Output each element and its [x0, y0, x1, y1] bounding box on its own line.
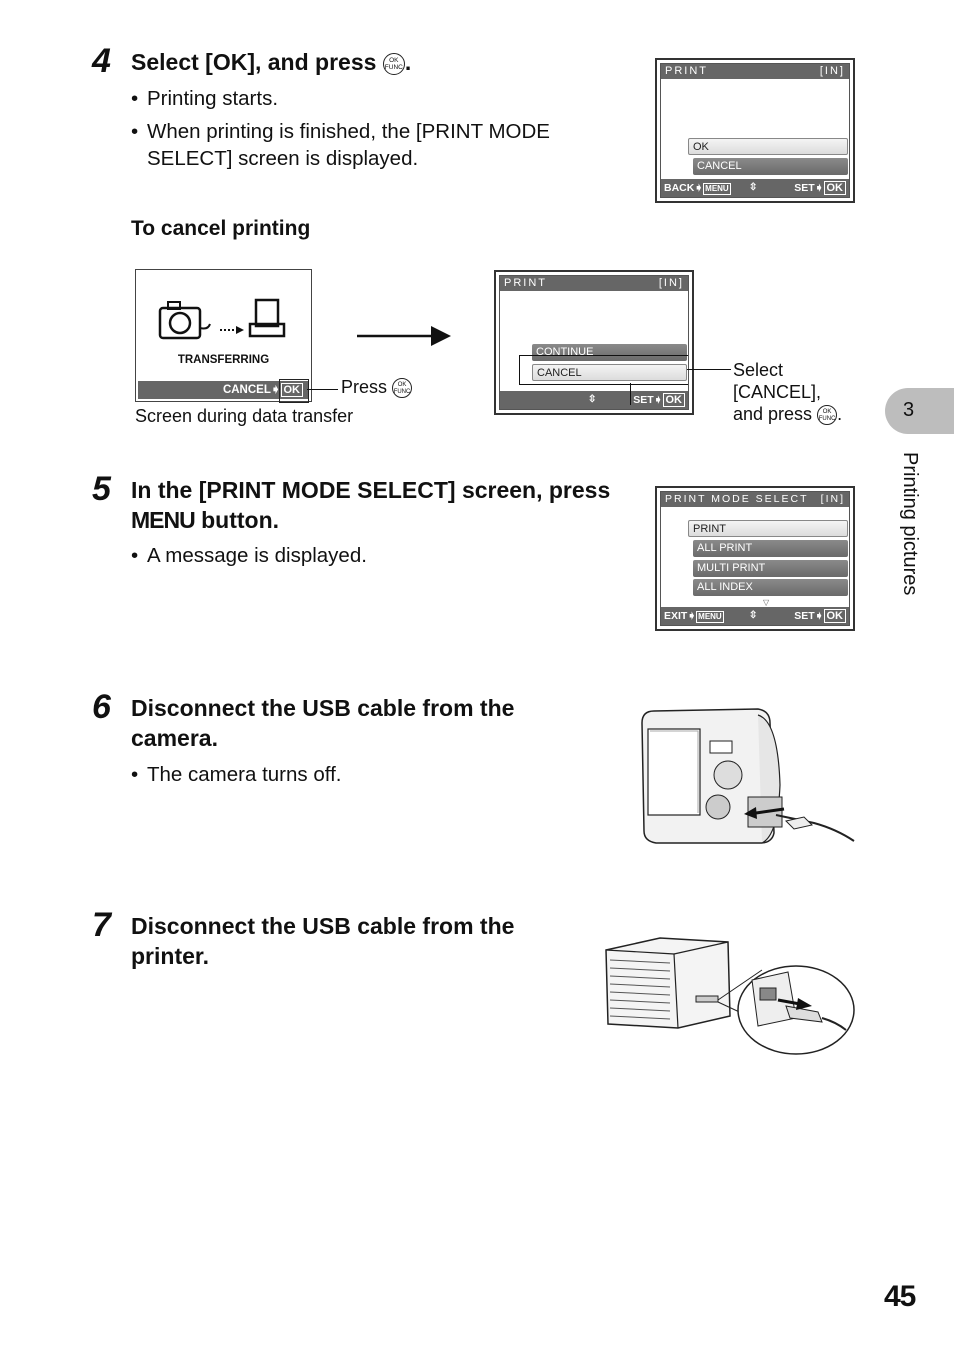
- heading-line: Disconnect the USB cable from the: [131, 913, 515, 939]
- press-label: Press: [341, 377, 388, 397]
- step-number: 6: [92, 688, 111, 726]
- transfer-footer: CANCEL➧OK: [138, 381, 309, 399]
- ok-highlight-box: [279, 379, 309, 403]
- menu-item-cancel[interactable]: CANCEL: [532, 364, 687, 381]
- transferring-label: TRANSFERRING: [177, 354, 270, 366]
- page-number: 45: [884, 1280, 916, 1313]
- heading-line: printer.: [131, 943, 209, 969]
- memory-indicator: [IN]: [658, 277, 684, 289]
- transfer-screen: TRANSFERRING CANCEL➧OK: [135, 269, 312, 402]
- menu-key-label: MENU: [131, 507, 196, 533]
- updown-arrows-icon: ⇳: [749, 610, 758, 621]
- heading-period: .: [404, 49, 412, 75]
- step-heading: Disconnect the USB cable from the printe…: [131, 911, 514, 971]
- bullet-item: A message is displayed.: [131, 542, 367, 569]
- screen-footer: EXIT➧MENU ⇳ SET➧OK: [661, 607, 849, 625]
- ok-key[interactable]: OK: [280, 383, 303, 397]
- memory-indicator: [IN]: [819, 65, 845, 77]
- cancel-highlight-box: [519, 355, 688, 385]
- transfer-caption: Screen during data transfer: [135, 406, 354, 426]
- menu-item-cancel[interactable]: CANCEL: [693, 158, 848, 175]
- screen-title: PRINT MODE SELECT: [665, 493, 809, 505]
- heading-line: camera.: [131, 725, 218, 751]
- arrow-right-icon: [357, 326, 451, 346]
- footer-set: SET➧OK: [794, 607, 846, 625]
- memory-indicator: [IN]: [820, 493, 845, 505]
- footer-exit: EXIT➧MENU: [664, 610, 724, 623]
- chapter-number: 3: [903, 399, 915, 421]
- section-label: Printing pictures: [899, 452, 921, 596]
- menu-item-multi-print[interactable]: MULTI PRINT: [693, 560, 848, 577]
- footer-set: SET➧OK: [633, 391, 685, 409]
- screen-title-bar: PRINT [IN]: [661, 64, 849, 79]
- heading-line: MENU button.: [131, 507, 280, 533]
- step-number: 4: [92, 42, 111, 80]
- camera-usb-illustration: [641, 708, 855, 844]
- callout-line: [307, 389, 338, 390]
- printer-usb-illustration: [605, 937, 855, 1055]
- bullet-item: Printing starts.: [131, 85, 278, 112]
- callout-line: [687, 369, 731, 370]
- note-line: [CANCEL],: [733, 382, 822, 402]
- updown-arrows-icon: ⇳: [749, 182, 758, 193]
- print-mode-select-screen: PRINT MODE SELECT [IN] PRINT ALL PRINT M…: [655, 486, 855, 631]
- camera-to-printer-icon: [158, 298, 286, 340]
- step-number: 7: [92, 906, 111, 944]
- screen-title-bar: PRINT [IN]: [500, 276, 688, 291]
- step-number: 5: [92, 470, 111, 508]
- print-screen-cancel: PRINT [IN] CONTINUE CANCEL ⇳ SET➧OK: [494, 270, 694, 415]
- note-line: Select: [733, 360, 784, 380]
- screen-title: PRINT: [665, 65, 708, 77]
- footer-back: BACK➧MENU: [664, 182, 731, 195]
- updown-arrows-icon: ⇳: [588, 394, 597, 405]
- section-label-wrap: Printing pictures: [897, 452, 927, 622]
- bullet-item: When printing is finished, the [PRINT MO…: [131, 118, 607, 172]
- heading-line: Disconnect the USB cable from the: [131, 695, 515, 721]
- step-heading: In the [PRINT MODE SELECT] screen, press…: [131, 475, 641, 535]
- bullet-item: The camera turns off.: [131, 761, 341, 788]
- menu-item-print[interactable]: PRINT: [688, 520, 848, 537]
- footer-set: SET➧OK: [794, 179, 846, 197]
- heading-line: In the [PRINT MODE SELECT] screen, press: [131, 477, 611, 503]
- screen-title-bar: PRINT MODE SELECT [IN]: [661, 492, 849, 507]
- step-heading-text: Select [OK], and press: [131, 49, 377, 75]
- menu-item-ok[interactable]: OK: [688, 138, 848, 155]
- scroll-down-icon[interactable]: ▽: [763, 598, 770, 607]
- menu-item-all-print[interactable]: ALL PRINT: [693, 540, 848, 557]
- screen-footer: BACK➧MENU ⇳ SET➧OK: [661, 179, 849, 197]
- print-screen-ok: PRINT [IN] OK CANCEL BACK➧MENU ⇳ SET➧OK: [655, 58, 855, 203]
- chapter-tab[interactable]: 3: [885, 388, 954, 434]
- footer-cancel: CANCEL: [222, 384, 271, 396]
- screen-title: PRINT: [504, 277, 547, 289]
- step-heading: Disconnect the USB cable from the camera…: [131, 693, 514, 753]
- screen-footer: ⇳ SET➧OK: [500, 391, 688, 409]
- subheading: To cancel printing: [131, 217, 311, 240]
- menu-item-all-index[interactable]: ALL INDEX: [693, 579, 848, 596]
- callout-line: [630, 383, 631, 405]
